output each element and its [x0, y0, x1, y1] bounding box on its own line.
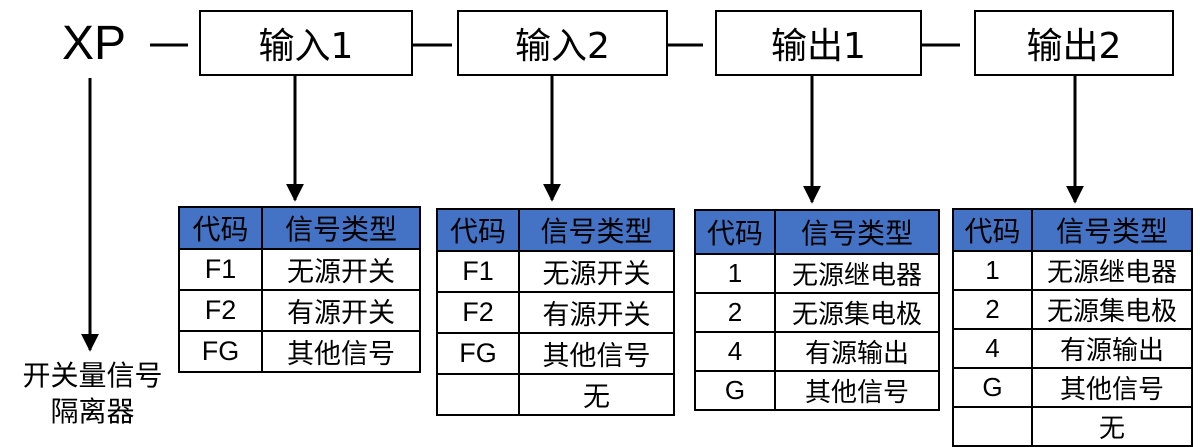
cell-signal-type: 无源开关 — [518, 250, 675, 293]
cell-code: F2 — [178, 289, 263, 332]
model-code: XP — [62, 17, 127, 70]
cell-signal-type: 无 — [1031, 406, 1193, 447]
cell-signal-type: 无源继电器 — [774, 253, 940, 294]
header-code: 代码 — [952, 208, 1033, 252]
cell-signal-type: 其他信号 — [261, 330, 421, 373]
code-table-input2: 代码 信号类型 F1 无源开关 F2 有源开关 FG 其他信号 无 — [436, 208, 675, 416]
product-label-line2: 隔离器 — [50, 395, 135, 428]
cell-code: 1 — [694, 253, 776, 294]
cell-signal-type: 有源开关 — [518, 291, 675, 334]
cell-code: 2 — [952, 289, 1033, 330]
cell-code: 4 — [952, 328, 1033, 369]
product-label-line1: 开关量信号 — [22, 359, 163, 392]
code-field-input1: 输入1 — [199, 10, 413, 76]
cell-signal-type: 无源继电器 — [1031, 250, 1193, 291]
cell-signal-type: 无源集电极 — [1031, 289, 1193, 330]
code-field-input2: 输入2 — [457, 10, 668, 76]
cell-signal-type: 有源开关 — [261, 289, 421, 332]
cell-code: F1 — [178, 248, 263, 291]
cell-code: G — [952, 367, 1033, 408]
cell-code: 1 — [952, 250, 1033, 291]
code-field-output2: 输出2 — [974, 10, 1174, 76]
cell-code: G — [694, 370, 776, 411]
cell-signal-type: 其他信号 — [774, 370, 940, 411]
cell-signal-type: 无源开关 — [261, 248, 421, 291]
header-signal-type: 信号类型 — [261, 206, 421, 250]
cell-signal-type: 其他信号 — [1031, 367, 1193, 408]
header-signal-type: 信号类型 — [774, 209, 940, 255]
code-table-input1: 代码 信号类型 F1 无源开关 F2 有源开关 FG 其他信号 — [178, 206, 421, 373]
cell-signal-type: 其他信号 — [518, 332, 675, 375]
cell-code: F1 — [436, 250, 520, 293]
cell-code: FG — [436, 332, 520, 375]
code-table-output1: 代码 信号类型 1 无源继电器 2 无源集电极 4 有源输出 G 其他信号 — [694, 209, 940, 411]
cell-code: 2 — [694, 292, 776, 333]
header-signal-type: 信号类型 — [1031, 208, 1193, 252]
header-code: 代码 — [178, 206, 263, 250]
cell-code — [952, 406, 1033, 447]
header-signal-type: 信号类型 — [518, 208, 675, 252]
product-label: 开关量信号 隔离器 — [0, 358, 185, 430]
header-code: 代码 — [694, 209, 776, 255]
cell-signal-type: 有源输出 — [774, 331, 940, 372]
cell-code: FG — [178, 330, 263, 373]
code-table-output2: 代码 信号类型 1 无源继电器 2 无源集电极 4 有源输出 G 其他信号 无 — [952, 208, 1193, 447]
cell-signal-type: 无 — [518, 373, 675, 416]
cell-code: F2 — [436, 291, 520, 334]
cell-signal-type: 无源集电极 — [774, 292, 940, 333]
cell-code: 4 — [694, 331, 776, 372]
header-code: 代码 — [436, 208, 520, 252]
cell-signal-type: 有源输出 — [1031, 328, 1193, 369]
code-field-output1: 输出1 — [715, 10, 922, 76]
cell-code — [436, 373, 520, 416]
